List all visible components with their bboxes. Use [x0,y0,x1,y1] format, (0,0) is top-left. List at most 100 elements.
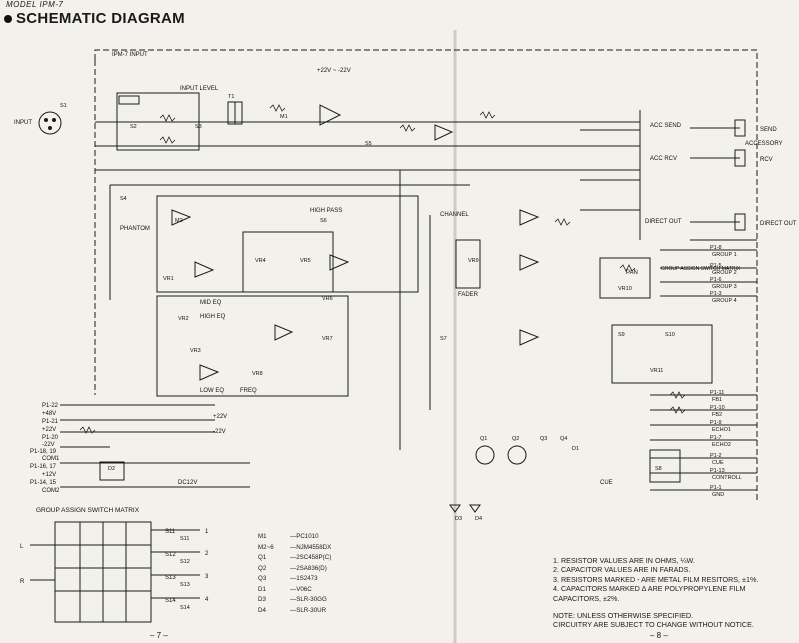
output-pin: P1-7 [710,435,722,441]
matrix-switch-s12: S12 [165,552,176,558]
output-name: FB1 [712,397,722,403]
output-name: ECHO1 [712,427,731,433]
note-line: 1. RESISTOR VALUES ARE IN OHMS, ¼W. [553,556,695,565]
pin-p1-20: P1-20 [42,435,59,441]
part-ref-m1: M1 [280,114,288,120]
part-ref-vr2: VR2 [178,316,189,322]
legend-part: —SLR-30UR [290,606,327,614]
input-label: INPUT [14,120,32,126]
part-ref-s9: S9 [618,332,625,338]
legend-part: —V06C [290,585,312,593]
part-ref-s10: S10 [665,332,675,338]
matrix-group-1: 1 [205,529,209,535]
legend-ref: Q3 [258,575,267,582]
output-name: GROUP 4 [712,298,737,304]
part-ref-t1: T1 [228,94,234,100]
legend-row: M2~6 —NJM4558DX [258,543,331,554]
high-pass-label: HIGH PASS [310,208,342,214]
legend-row: Q2 —2SA836(D) [258,564,331,575]
part-ref-s7: S7 [440,336,447,342]
output-pin: P1-5 [710,263,722,269]
mid-eq-label: MID EQ [200,300,222,306]
direct-out-switch-label: DIRECT OUT [645,219,682,225]
plus22v-b-label: +22V [42,427,56,433]
legend-ref: Q1 [258,554,267,561]
com1-label: COM1 [42,456,60,462]
footnote-line: CIRCUITRY ARE SUBJECT TO CHANGE WITHOUT … [553,620,754,630]
pin-p1-18: P1-18, 19 [30,449,57,455]
cue-label: CUE [600,480,613,486]
legend-ref: D1 [258,585,266,593]
model-label: MODEL IPM-7 [6,0,64,9]
output-name: GROUP 1 [712,252,737,258]
note-line: CAPACITORS, ±2%. [553,593,620,603]
page-number-left: – 7 – [150,631,168,640]
legend-part: —NJM4558DX [290,543,332,551]
output-name: CUE [712,460,724,466]
high-eq-label: HIGH EQ [200,314,226,320]
matrix-switch-s13: S13 [165,575,176,581]
pin-p1-14: P1-14, 15 [30,480,57,486]
acc-send-switch-label: ACC SEND [650,123,682,129]
plus22v-label: +22V [213,414,227,420]
legend-part: —1S2473 [290,575,318,582]
part-ref-s8: S8 [655,466,662,472]
note-line: 3. RESISTORS MARKED - ARE METAL FILM RES… [553,574,759,584]
part-ref-vr11: VR11 [650,368,663,374]
output-pin: P1-1 [710,485,722,491]
legend-ref: D3 [258,596,266,603]
acc-rcv-switch-label: ACC RCV [650,156,677,162]
schematic-title: SCHEMATIC DIAGRAM [4,10,185,27]
output-pin: P1-6 [710,277,722,283]
fader-label: FADER [458,292,479,298]
legend-row: D3 —SLR-30GG [258,595,331,606]
part-ref-d2: D2 [108,466,115,472]
legend-part: —SLR-30GG [290,596,327,603]
legend-ref: Q2 [258,564,267,572]
part-ref-d4: D4 [475,516,482,522]
matrix-switch-s14: S14 [165,598,176,604]
part-ref-vr10: VR10 [618,286,632,292]
part-ref-m2: M2 [175,218,183,224]
part-ref-s1: S1 [60,103,67,109]
output-pin: P1-8 [710,245,722,251]
pan-label: PAN [626,270,638,276]
footnote-line: NOTE: UNLESS OTHERWISE SPECIFIED. [553,611,694,621]
output-pin: P1-13 [710,468,725,474]
legend-row: M1—PC1010 [258,532,331,543]
part-ref-q1: Q1 [480,436,487,442]
legend-ref: M2~6 [258,543,274,551]
part-ref-vr9: VR9 [468,258,479,264]
part-ref-vr1: VR1 [163,276,174,282]
part-ref-q3: Q3 [540,436,547,442]
group-matrix-box-label: GROUP ASSIGN SWITCH MATRIX [661,266,741,272]
output-name: CONTROLL [712,475,742,481]
legend-row: Q3 —1S2473 [258,574,331,585]
output-name: GND [712,492,724,498]
legend-part: —PC1010 [290,533,319,540]
matrix-l: L [20,544,24,550]
legend-row: Q1—2SC458P(C) [258,553,331,564]
part-ref-s4: S4 [120,196,127,202]
output-pin: P1-11 [710,390,724,396]
send-label: SEND [760,127,777,133]
legend-part: —2SA836(D) [290,564,327,572]
matrix-group-2: 2 [205,551,209,557]
freq-label: FREQ [240,388,257,394]
part-ref-s5: S5 [365,141,372,147]
phantom-label: PHANTOM [120,226,150,232]
pin-p1-22: P1-22 [42,403,59,409]
matrix-switch-s11: S11 [165,529,176,535]
matrix-title: GROUP ASSIGN SWITCH MATRIX [36,507,140,514]
note-line: 2. CAPACITOR VALUES ARE IN FARADS. [553,565,691,575]
part-ref-vr3: VR3 [190,348,201,354]
notes-block: 1. RESISTOR VALUES ARE IN OHMS, ¼W. 2. C… [553,556,793,630]
note-line: 4. CAPACITORS MARKED ∆ ARE POLYPROPYLENE… [553,584,746,594]
part-ref-s13: S13 [180,582,190,588]
com2-label: COM2 [42,488,60,494]
output-pin: P1-9 [710,420,722,426]
input-level-label: INPUT LEVEL [180,86,219,92]
direct-out-label: DIRECT OUT [760,221,797,227]
legend-row: D4—SLR-30UR [258,606,331,617]
